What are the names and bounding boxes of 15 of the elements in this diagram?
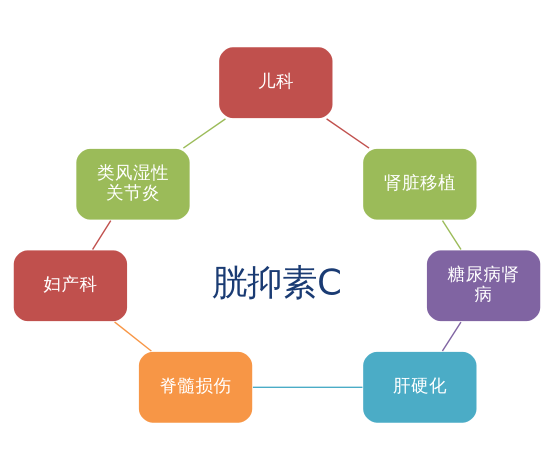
connector <box>326 118 370 148</box>
connector <box>442 220 462 250</box>
connector <box>182 118 226 148</box>
label: 胱抑素C <box>212 262 342 304</box>
connector <box>114 320 152 352</box>
node-box: 糖尿病肾病 <box>426 248 542 322</box>
node-box: 脊髓损伤 <box>138 350 254 424</box>
node-box: 类风湿性关节炎 <box>75 147 191 220</box>
connector <box>92 220 112 250</box>
connector <box>442 321 462 351</box>
node-box: 妇产科 <box>12 248 128 322</box>
connector <box>252 386 362 388</box>
node-box: 肝硬化 <box>362 350 478 424</box>
node-box: 儿科 <box>218 46 334 119</box>
node-box: 肾脏移植 <box>362 147 478 220</box>
